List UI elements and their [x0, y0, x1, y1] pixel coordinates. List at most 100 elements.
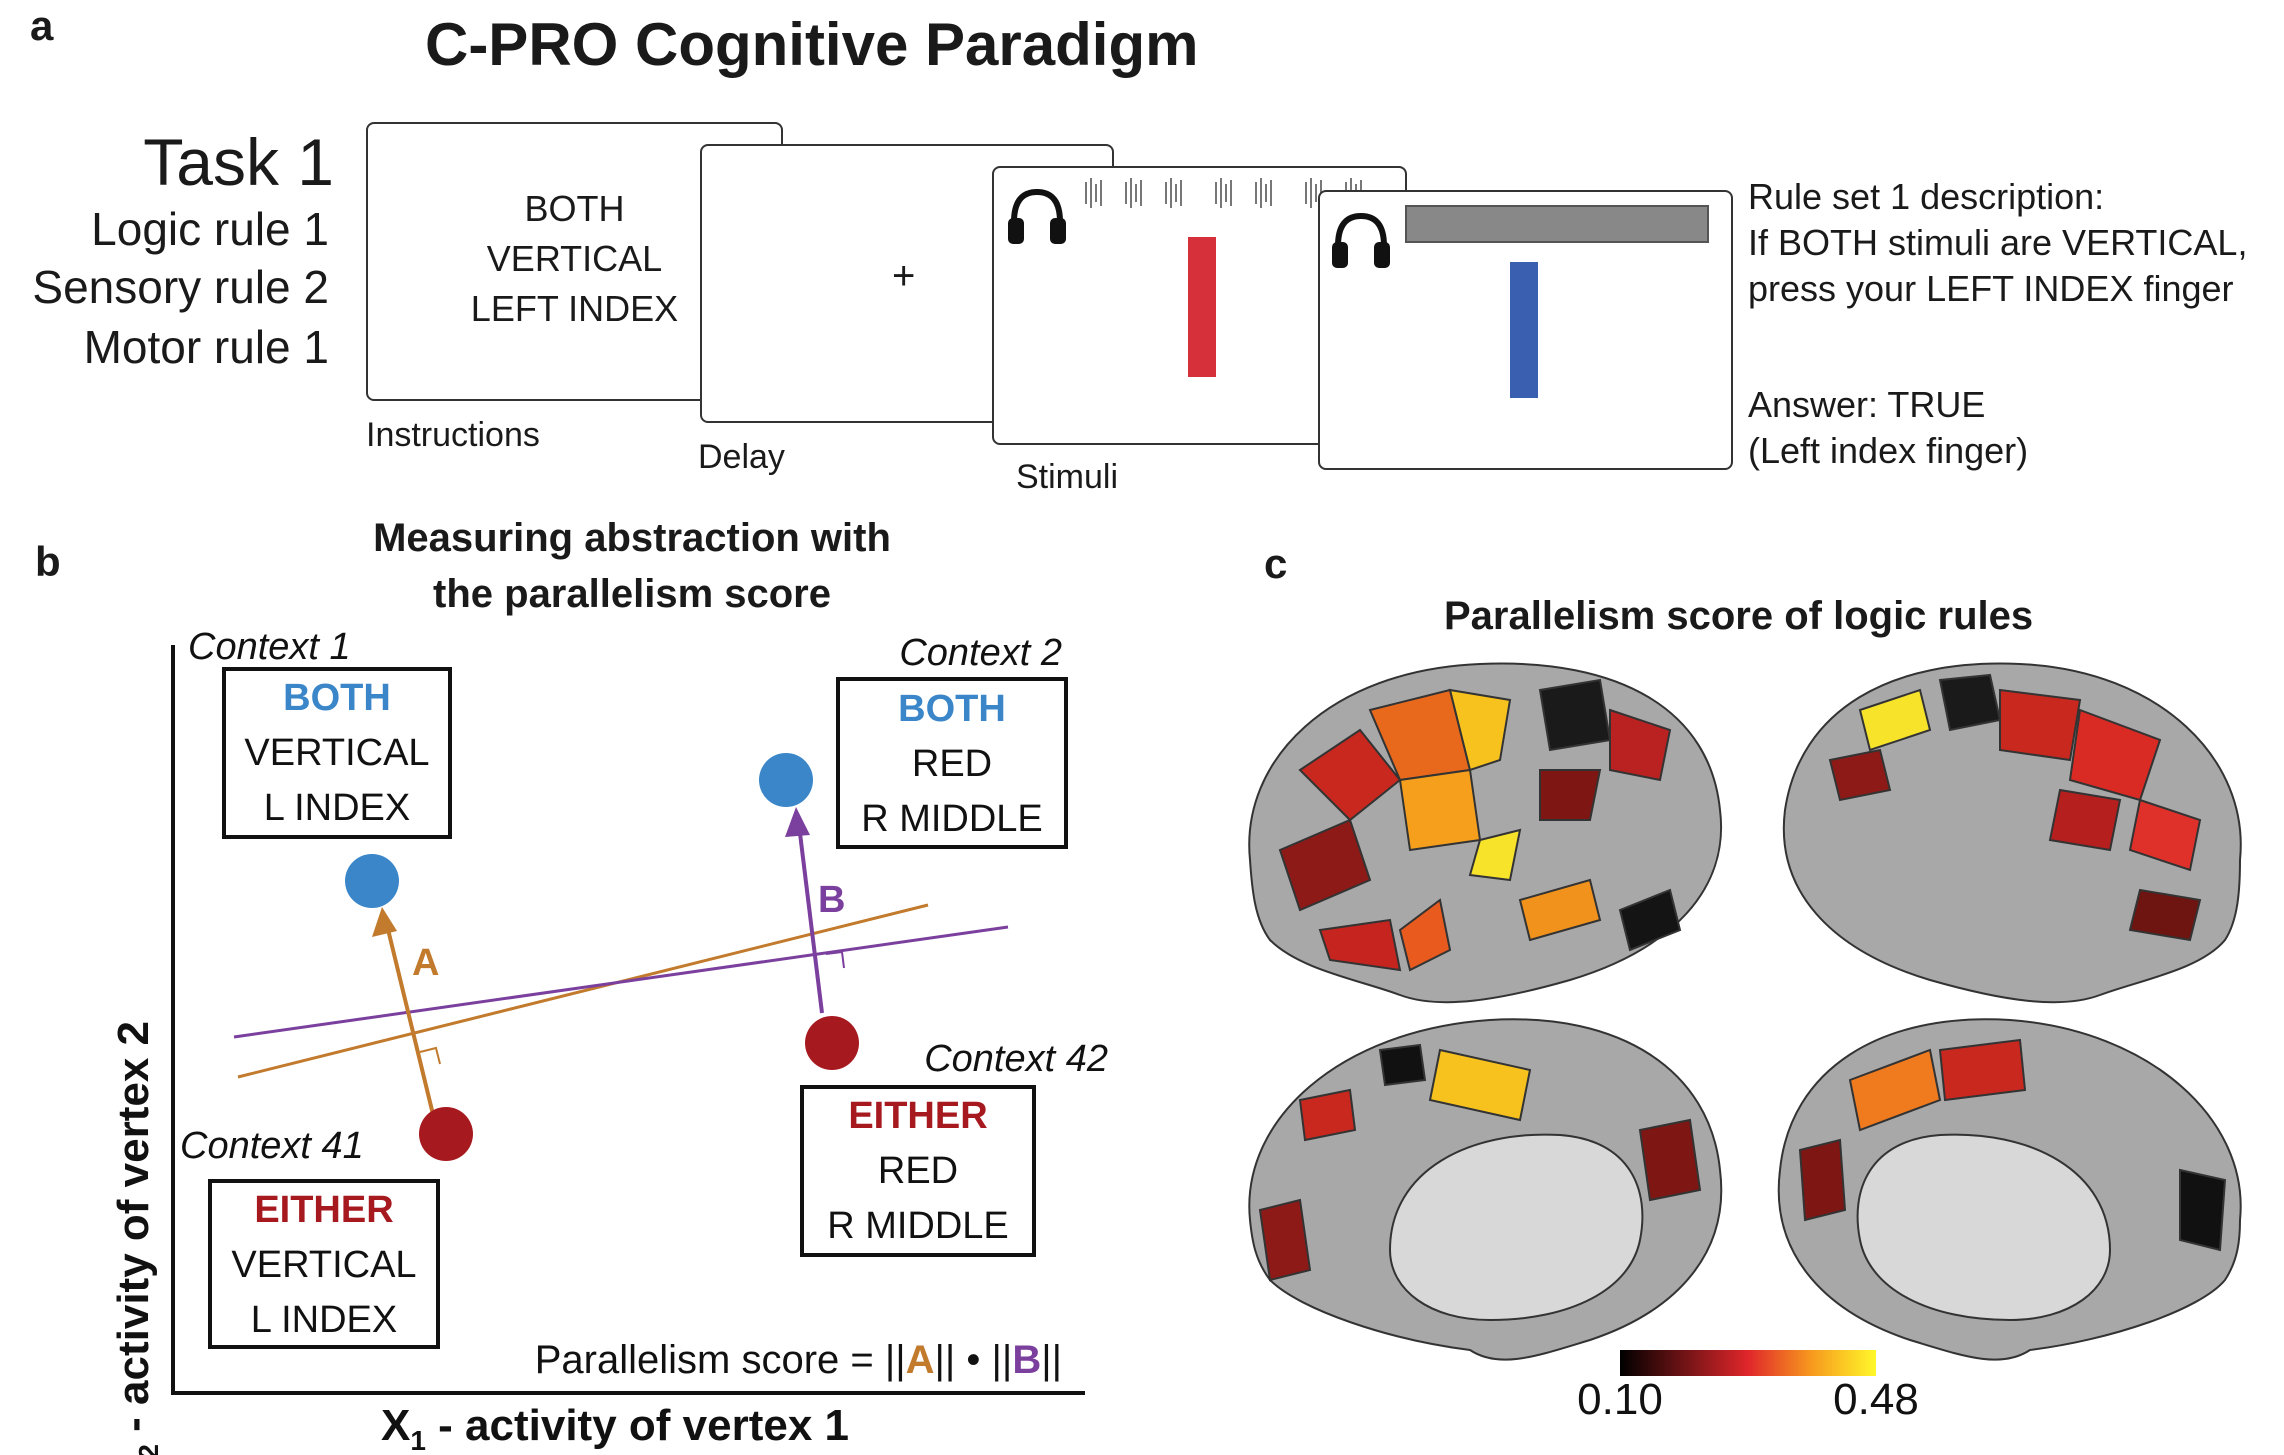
- parcel: [1258, 1198, 1312, 1282]
- stimuli-caption: Stimuli: [1016, 458, 1119, 496]
- panel-b-title-line-2: the parallelism score: [433, 572, 831, 616]
- rule-description-line-1: Rule set 1 description:: [1748, 176, 2105, 217]
- context-41-sensory: VERTICAL: [231, 1244, 416, 1286]
- context-41-dot: [419, 1107, 473, 1161]
- parcel: [1378, 1043, 1427, 1087]
- stimulus-screen-1-graphics: [1008, 178, 1362, 377]
- answer-line: Answer: TRUE: [1748, 384, 1986, 425]
- parcel: [1428, 1048, 1532, 1122]
- task-logic-rule: Logic rule 1: [91, 203, 329, 255]
- vector-b-right-angle: [825, 950, 845, 969]
- instructions-line-3: LEFT INDEX: [470, 288, 679, 329]
- brain-left-lateral: [1248, 662, 1723, 1004]
- vector-a-arrowhead: [372, 907, 397, 937]
- instructions-line-2: VERTICAL: [486, 238, 663, 279]
- parcel: [1318, 918, 1402, 972]
- parcel: [1398, 768, 1482, 852]
- parcel: [1398, 898, 1452, 972]
- instructions-line-1: BOTH: [524, 188, 625, 229]
- headphones-icon: [1332, 212, 1390, 268]
- x-axis-text: - activity of vertex 1: [426, 1401, 849, 1450]
- context-2-sensory: RED: [912, 743, 992, 785]
- context-42-box: [800, 1085, 1036, 1257]
- colorbar-min-label: 0.10: [1577, 1375, 1663, 1424]
- context-2-motor: R MIDDLE: [861, 798, 1043, 840]
- brain-right-lateral: [1782, 662, 2242, 1004]
- parcel: [1938, 673, 2002, 732]
- vector-b-line: [796, 816, 824, 1014]
- y-axis-label: X2 - activity of vertex 2: [109, 1021, 164, 1455]
- answer: Answer: TRUE (Left index finger): [1748, 382, 2028, 474]
- y-axis-text: - activity of vertex 2: [109, 1021, 158, 1444]
- medial-wall: [1388, 1133, 1644, 1322]
- context-2-logic: BOTH: [898, 688, 1006, 730]
- parcel: [1999, 688, 2082, 762]
- x-axis-label: X1 - activity of vertex 1: [381, 1401, 849, 1455]
- colorbar: [1620, 1350, 1876, 1376]
- parcel: [1278, 818, 1372, 912]
- medial-wall: [1856, 1133, 2112, 1322]
- rule-description-line-2: If BOTH stimuli are VERTICAL,: [1748, 222, 2248, 263]
- answer-detail: (Left index finger): [1748, 430, 2029, 471]
- headphones-icon: [1008, 188, 1066, 244]
- parallelism-formula: Parallelism score = ||A|| • ||B||: [535, 1338, 1062, 1382]
- x-axis-prefix: X: [381, 1401, 410, 1450]
- context-1-sensory: VERTICAL: [244, 732, 429, 774]
- context-42-name: Context 42: [924, 1038, 1108, 1080]
- parcel: [1518, 878, 1602, 942]
- brain-right-medial: [1777, 1018, 2242, 1361]
- y-axis-sub: 2: [133, 1444, 164, 1455]
- parcel: [2128, 798, 2202, 872]
- parcel: [1298, 1088, 1357, 1142]
- context-1-motor: L INDEX: [264, 787, 410, 829]
- boundary-line-purple: [233, 925, 1009, 1039]
- parcel: [1609, 708, 1672, 782]
- formula-prefix: Parallelism score = ||: [535, 1338, 906, 1382]
- vector-b-arrowhead: [785, 807, 810, 837]
- context-42-sensory: RED: [878, 1150, 958, 1192]
- parcel: [2128, 888, 2202, 942]
- context-42-motor: R MIDDLE: [827, 1205, 1009, 1247]
- formula-a: A: [906, 1338, 935, 1382]
- parallelism-diagram: X2 - activity of vertex 2 X1 - activity …: [109, 626, 1108, 1455]
- context-41-motor: L INDEX: [251, 1299, 397, 1341]
- context-42-logic: EITHER: [848, 1095, 987, 1137]
- parcel: [1448, 688, 1512, 772]
- stimulus-screen-2-graphics: [1332, 205, 1709, 398]
- formula-b: B: [1012, 1338, 1041, 1382]
- brain-maps: 0.10 0.48: [1248, 662, 2242, 1424]
- vector-a-right-angle: [419, 1046, 441, 1065]
- context-2-dot: [759, 753, 813, 807]
- context-41-name: Context 41: [180, 1125, 364, 1167]
- parcel: [1638, 1118, 1702, 1202]
- task-motor-rule: Motor rule 1: [83, 321, 329, 373]
- audio-tone-bar: [1405, 205, 1709, 243]
- panel-a-letter: a: [30, 2, 54, 49]
- context-2-name: Context 2: [899, 632, 1062, 674]
- colorbar-max-label: 0.48: [1833, 1375, 1919, 1424]
- panel-b-title: Measuring abstraction with the paralleli…: [332, 510, 932, 622]
- stimulus-screen-2: [1318, 190, 1733, 470]
- fixation-cross: +: [892, 254, 916, 298]
- panel-b-title-line-1: Measuring abstraction with: [373, 516, 891, 560]
- vector-a-line: [383, 916, 440, 1136]
- context-42-dot: [805, 1016, 859, 1070]
- panel-c-title: Parallelism score of logic rules: [1444, 594, 2034, 638]
- parcel: [1848, 1048, 1942, 1132]
- instructions-text: BOTH VERTICAL LEFT INDEX: [368, 184, 781, 334]
- parcel: [2048, 788, 2122, 852]
- context-1-logic: BOTH: [283, 677, 391, 719]
- x-axis-sub: 1: [410, 1425, 426, 1455]
- parcel: [1828, 748, 1892, 802]
- parcel: [1858, 688, 1932, 752]
- task-name: Task 1: [143, 125, 334, 199]
- parcel: [2179, 1168, 2227, 1252]
- panel-b-letter: b: [35, 538, 61, 585]
- instructions-caption: Instructions: [366, 416, 540, 454]
- task-sensory-rule: Sensory rule 2: [32, 261, 329, 313]
- vector-b-label: B: [818, 879, 845, 921]
- context-1-dot: [345, 854, 399, 908]
- parcel: [1618, 888, 1682, 952]
- panel-a-title: C-PRO Cognitive Paradigm: [425, 11, 1199, 78]
- context-41-logic: EITHER: [254, 1189, 393, 1231]
